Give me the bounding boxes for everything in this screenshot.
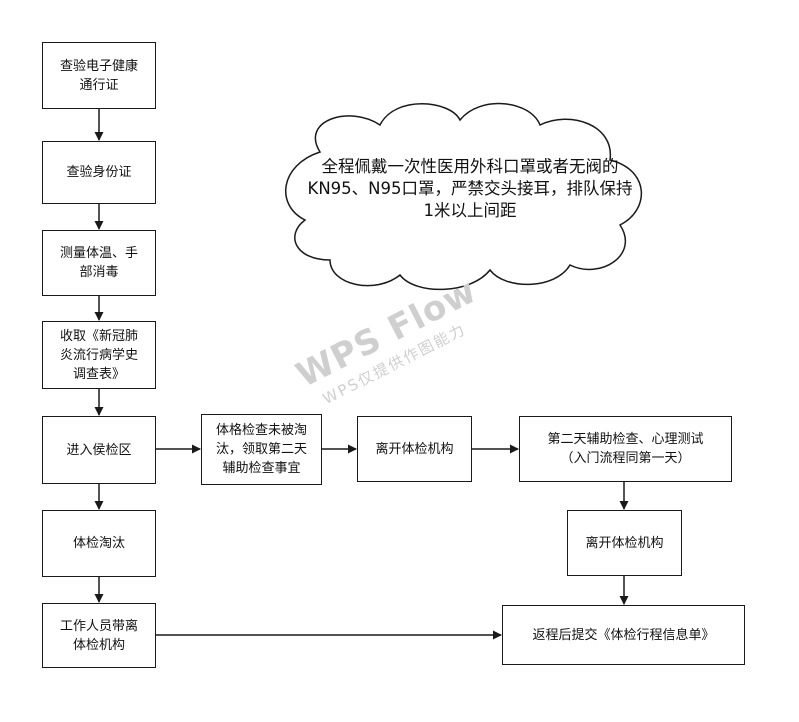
node-leave-2[interactable]: 离开体检机构 (567, 510, 682, 576)
note-cloud-shape (285, 102, 643, 291)
node-staff-escort[interactable]: 工作人员带离 体检机构 (42, 603, 156, 668)
node-collect-form[interactable]: 收取《新冠肺 炎流行病学史 调查表》 (42, 321, 156, 389)
node-check-id[interactable]: 查验身份证 (42, 141, 156, 204)
node-eliminated[interactable]: 体检淘汰 (42, 510, 156, 577)
node-enter-waiting[interactable]: 进入侯检区 (42, 416, 156, 484)
node-temp-disinfect[interactable]: 测量体温、手 部消毒 (42, 230, 156, 296)
note-text: 全程佩戴一次性医用外科口罩或者无阀的 KN95、N95口罩，严禁交头接耳，排队保… (307, 157, 633, 220)
node-leave-1[interactable]: 离开体检机构 (357, 416, 472, 482)
node-day2-tests[interactable]: 第二天辅助检查、心理测试 （入门流程同第一天） (519, 416, 732, 482)
node-check-health-pass[interactable]: 查验电子健康 通行证 (42, 42, 156, 109)
node-not-eliminated[interactable]: 体格检查未被淘 汰，领取第二天 辅助检查事宜 (201, 414, 322, 485)
node-submit-form[interactable]: 返程后提交《体检行程信息单》 (502, 605, 745, 665)
